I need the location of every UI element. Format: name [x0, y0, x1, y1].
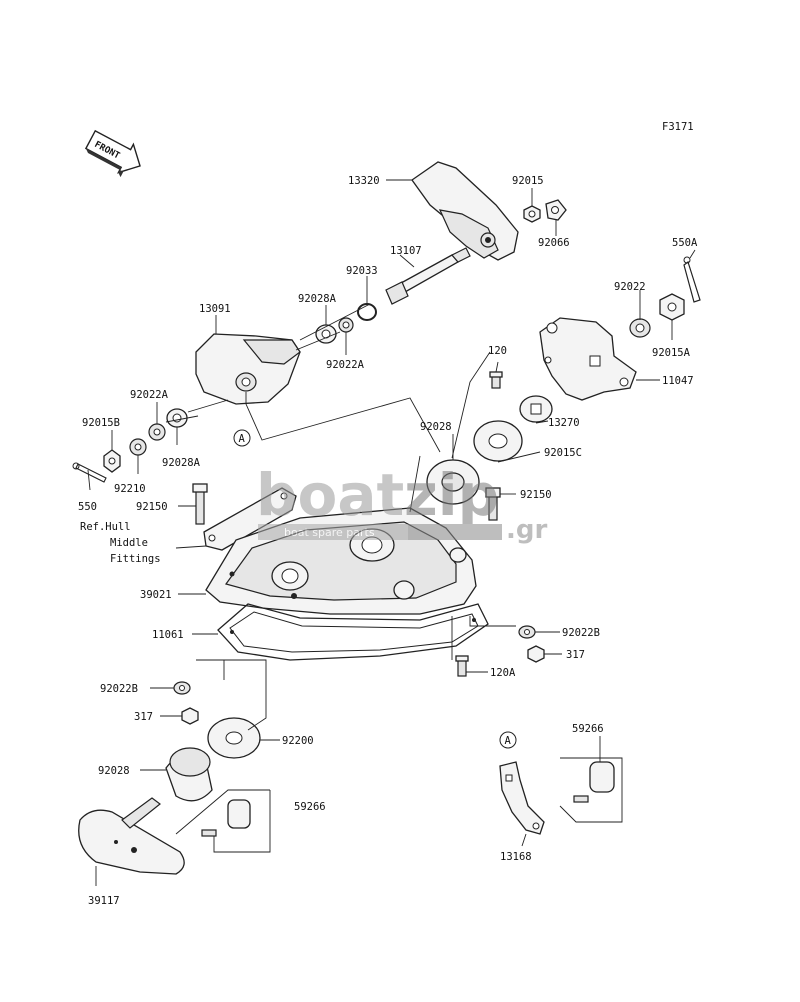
part-92022A-top-shape	[338, 317, 354, 333]
watermark-brand-a: boat	[256, 461, 404, 529]
part-92022B-right-shape	[518, 625, 536, 639]
watermark-brand-b: zip	[404, 461, 499, 529]
part-92022A-left-shape	[148, 423, 166, 441]
part-550-shape	[72, 462, 107, 483]
label-120A: 120A	[490, 667, 516, 679]
part-317-right-shape	[527, 645, 545, 663]
front-arrow-icon: FRONT	[84, 129, 141, 178]
label-92033: 92033	[346, 265, 378, 277]
svg-text:A: A	[239, 433, 246, 445]
label-92022B-right: 92022B	[562, 627, 600, 639]
label-92028A-left: 92028A	[162, 457, 201, 469]
part-92028-bottom-shape	[165, 747, 213, 802]
part-550A-shape	[683, 256, 701, 303]
label-317-right: 317	[566, 649, 585, 661]
watermark-tld: .gr	[506, 515, 547, 545]
label-92022B-left: 92022B	[100, 683, 138, 695]
part-13091-shape	[195, 333, 301, 405]
label-92028A-top: 92028A	[298, 293, 337, 305]
label-92066: 92066	[538, 237, 570, 249]
part-39117-shape	[78, 797, 185, 875]
label-92028-mid: 92028	[420, 421, 452, 433]
part-59266-right-shape	[573, 761, 615, 803]
label-13168: 13168	[500, 851, 532, 863]
label-550A: 550A	[672, 237, 698, 249]
part-92015C-shape	[473, 420, 523, 462]
label-92022: 92022	[614, 281, 646, 293]
part-59266-left-shape	[201, 799, 251, 837]
label-92015A: 92015A	[652, 347, 691, 359]
part-92022-shape	[629, 318, 651, 338]
label-middle: Middle	[110, 537, 148, 549]
label-92015: 92015	[512, 175, 544, 187]
part-92022B-left-shape	[173, 681, 191, 695]
part-92015A-shape	[659, 293, 685, 321]
label-92150-right: 92150	[520, 489, 552, 501]
part-120A-shape	[455, 655, 469, 677]
label-39117: 39117	[88, 895, 120, 907]
part-92028A-left-shape	[166, 408, 188, 428]
label-92022A-left: 92022A	[130, 389, 169, 401]
label-13270: 13270	[548, 417, 580, 429]
part-120-shape	[489, 371, 503, 389]
watermark: boat zip .gr boat spare parts	[256, 461, 547, 545]
label-11047: 11047	[662, 375, 694, 387]
part-13270-shape	[519, 395, 553, 423]
part-92210-shape	[129, 438, 147, 456]
callout-A-top: A	[233, 429, 251, 447]
part-13107-shape	[385, 247, 471, 305]
label-ref-hull: Ref.Hull	[80, 521, 131, 533]
label-59266-left: 59266	[294, 801, 326, 813]
label-92015B: 92015B	[82, 417, 120, 429]
part-92028-mid-shape	[426, 459, 480, 505]
label-92200: 92200	[282, 735, 314, 747]
figure-code: F3171	[662, 121, 694, 133]
label-13107: 13107	[390, 245, 422, 257]
part-13168-shape	[499, 761, 545, 835]
part-92066-shape	[545, 199, 567, 221]
label-fittings: Fittings	[110, 553, 161, 565]
part-92150-right-shape	[485, 487, 501, 521]
part-92200-shape	[207, 717, 261, 759]
part-11047-shape	[539, 317, 637, 401]
label-550: 550	[78, 501, 97, 513]
part-92033-shape	[357, 303, 377, 321]
label-92028-bottom: 92028	[98, 765, 130, 777]
label-59266-right: 59266	[572, 723, 604, 735]
part-number-labels: 13320 92015 92066 13107 92033 92028A 920…	[78, 175, 698, 907]
part-92015B-shape	[103, 449, 121, 473]
label-11061: 11061	[152, 629, 184, 641]
part-13320-shape	[411, 161, 519, 261]
label-92015C: 92015C	[544, 447, 582, 459]
part-317-left-shape	[181, 707, 199, 725]
label-39021: 39021	[140, 589, 172, 601]
label-92022A-top: 92022A	[326, 359, 365, 371]
label-13091: 13091	[199, 303, 231, 315]
label-92210: 92210	[114, 483, 146, 495]
watermark-tagline: boat spare parts	[284, 526, 375, 539]
leader-lines	[87, 179, 696, 886]
part-92015-shape	[523, 205, 541, 223]
part-92150-left-shape	[192, 483, 208, 525]
label-120: 120	[488, 345, 507, 357]
callout-A-bottom: A	[499, 731, 517, 749]
label-13320: 13320	[348, 175, 380, 187]
label-317-left: 317	[134, 711, 153, 723]
label-92150-left: 92150	[136, 501, 168, 513]
svg-text:A: A	[505, 735, 512, 747]
